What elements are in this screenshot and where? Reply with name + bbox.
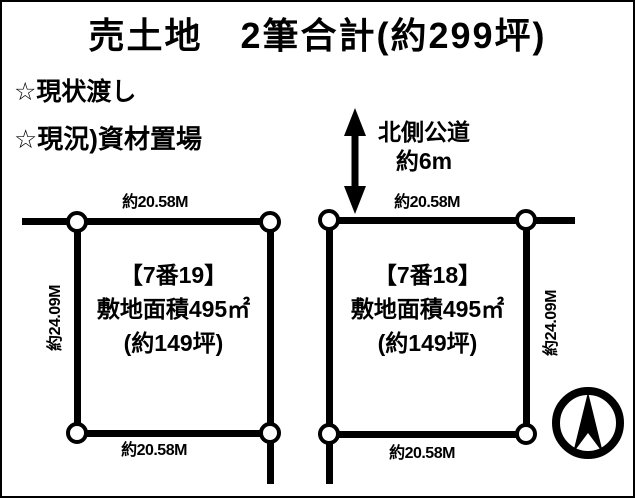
- plot2-area: 敷地面積495㎡: [350, 296, 505, 322]
- plot1-corner-marker-se: [259, 422, 281, 444]
- plot2-bottom-boundary: [326, 431, 530, 438]
- road-width: 約6m: [395, 148, 453, 174]
- page-title: 売土地 2筆合計(約299坪): [88, 15, 547, 56]
- plot1-area: 敷地面積495㎡: [96, 296, 251, 322]
- plot2-area-tsubo: (約149坪): [377, 330, 478, 356]
- plot2-side-dimension: 約24.09M: [543, 290, 560, 356]
- road-name: 北側公道: [378, 119, 470, 145]
- plot1-corner-marker-nw: [66, 211, 88, 233]
- note-as-is-handover: ☆現状渡し: [14, 78, 137, 106]
- plot2-right-boundary: [523, 217, 530, 438]
- plot2-top-boundary: [326, 217, 575, 224]
- plot1-corner-marker-sw: [66, 422, 88, 444]
- plot2-lot-number: 【7番18】: [373, 262, 482, 288]
- plot1-right-boundary: [267, 218, 274, 484]
- plot2-top-dimension: 約20.58M: [394, 194, 460, 211]
- plot2-corner-marker-ne: [515, 209, 537, 231]
- plot1-area-tsubo: (約149坪): [123, 330, 224, 356]
- plot2-corner-marker-sw: [318, 423, 340, 445]
- road-label: 北側公道 約6m: [368, 118, 480, 176]
- plot1-bottom-boundary: [74, 430, 274, 437]
- plot1-corner-marker-ne: [259, 211, 281, 233]
- plot1-label: 【7番19】 敷地面積495㎡ (約149坪): [77, 258, 270, 360]
- plot2-bottom-dimension: 約20.58M: [389, 445, 455, 462]
- plot2-corner-marker-se: [515, 423, 537, 445]
- plot2-left-boundary: [326, 217, 333, 484]
- road-width-arrow-icon: [344, 108, 366, 214]
- plot1-side-dimension: 約24.09M: [47, 285, 64, 351]
- plot1-top-dimension: 約20.58M: [122, 194, 188, 211]
- plot1-lot-number: 【7番19】: [119, 262, 228, 288]
- plot1-top-boundary: [22, 218, 274, 225]
- note-current-use: ☆現況)資材置場: [14, 124, 202, 154]
- plot1-left-boundary: [74, 218, 81, 437]
- north-compass-icon: [552, 387, 624, 459]
- plot1-bottom-dimension: 約20.58M: [121, 442, 187, 459]
- plot2-label: 【7番18】 敷地面積495㎡ (約149坪): [329, 258, 526, 360]
- plot2-corner-marker-nw: [318, 209, 340, 231]
